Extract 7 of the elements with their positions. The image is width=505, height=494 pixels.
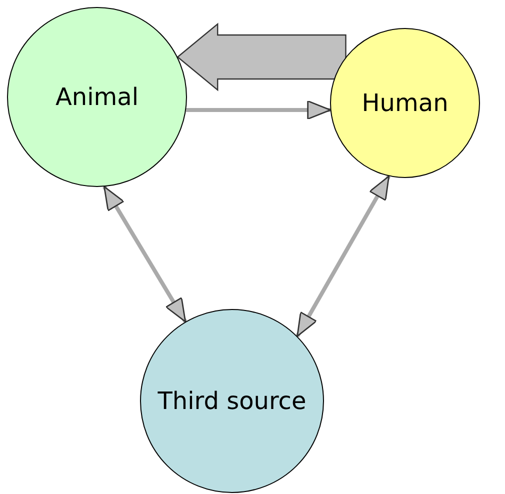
- node-label: Animal: [55, 83, 139, 111]
- node-label: Human: [362, 89, 448, 117]
- arrow: [296, 175, 391, 338]
- node-label: Third source: [158, 387, 306, 415]
- arrow: [102, 186, 188, 323]
- arrow: [186, 100, 331, 120]
- block-arrow: [176, 22, 346, 92]
